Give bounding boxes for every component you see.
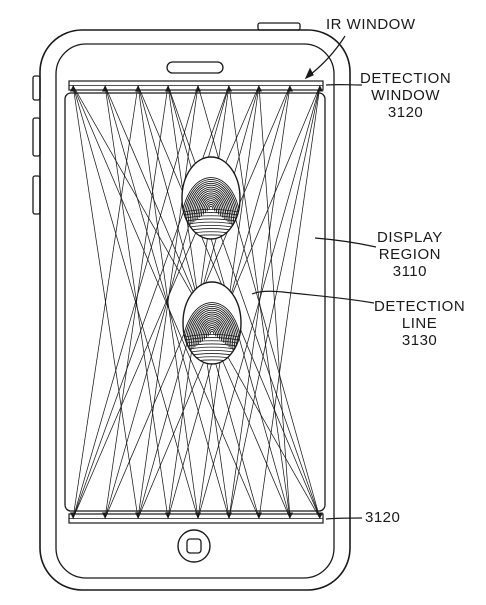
display-region-ref: 3110: [377, 263, 443, 280]
display-region-label: DISPLAY REGION 3110: [377, 229, 443, 280]
bottom-emitter-marker: [165, 513, 171, 519]
bottom-emitter-marker: [287, 513, 293, 519]
bottom-emitter-marker: [256, 513, 262, 519]
detection-line-leader: [252, 291, 374, 303]
fingerprint-icon: [181, 157, 242, 239]
bottom-window-ref: 3120: [365, 509, 400, 526]
bottom-emitter-marker: [70, 513, 76, 519]
power-button: [258, 23, 300, 30]
detection-line-label: DETECTION LINE 3130: [374, 298, 465, 349]
volume-down-button: [33, 176, 40, 214]
detection-line-line1: DETECTION: [374, 298, 465, 315]
top-emitter-marker: [287, 86, 293, 92]
top-detection-window: [69, 81, 323, 90]
mute-switch: [33, 76, 40, 100]
detection-line-ref: 3130: [374, 332, 465, 349]
ir-window-label: IR WINDOW: [326, 16, 415, 33]
top-emitter-marker: [195, 86, 201, 92]
ir-window-text: IR WINDOW: [326, 16, 415, 33]
detection-window-label: DETECTION WINDOW 3120: [360, 70, 451, 121]
detection-line-line2: LINE: [374, 315, 465, 332]
volume-up-button: [33, 118, 40, 156]
detection-line: [259, 86, 290, 519]
bottom-window-label: 3120: [365, 509, 400, 526]
display-region-leader: [315, 238, 376, 247]
top-emitter-marker: [317, 86, 323, 92]
detection-window-line1: DETECTION: [360, 70, 451, 87]
top-emitter-marker: [165, 86, 171, 92]
bottom-emitter-marker: [102, 513, 108, 519]
detection-line: [259, 86, 320, 519]
top-emitter-marker: [226, 86, 232, 92]
bottom-emitter-marker: [226, 513, 232, 519]
speaker-slot: [167, 62, 223, 73]
top-emitter-marker: [102, 86, 108, 92]
fingerprint-icon: [182, 282, 243, 364]
top-emitter-marker: [256, 86, 262, 92]
display-region-line1: DISPLAY: [377, 229, 443, 246]
bottom-window-leader: [326, 518, 362, 519]
detection-window-ref: 3120: [360, 104, 451, 121]
top-emitter-marker: [135, 86, 141, 92]
home-button-icon: [178, 530, 210, 562]
detection-window-line2: WINDOW: [360, 87, 451, 104]
display-region-line2: REGION: [377, 246, 443, 263]
bottom-emitter-marker: [195, 513, 201, 519]
bottom-emitter-marker: [135, 513, 141, 519]
ir-window-arrowhead: [306, 69, 313, 78]
bottom-detection-window: [69, 514, 323, 523]
